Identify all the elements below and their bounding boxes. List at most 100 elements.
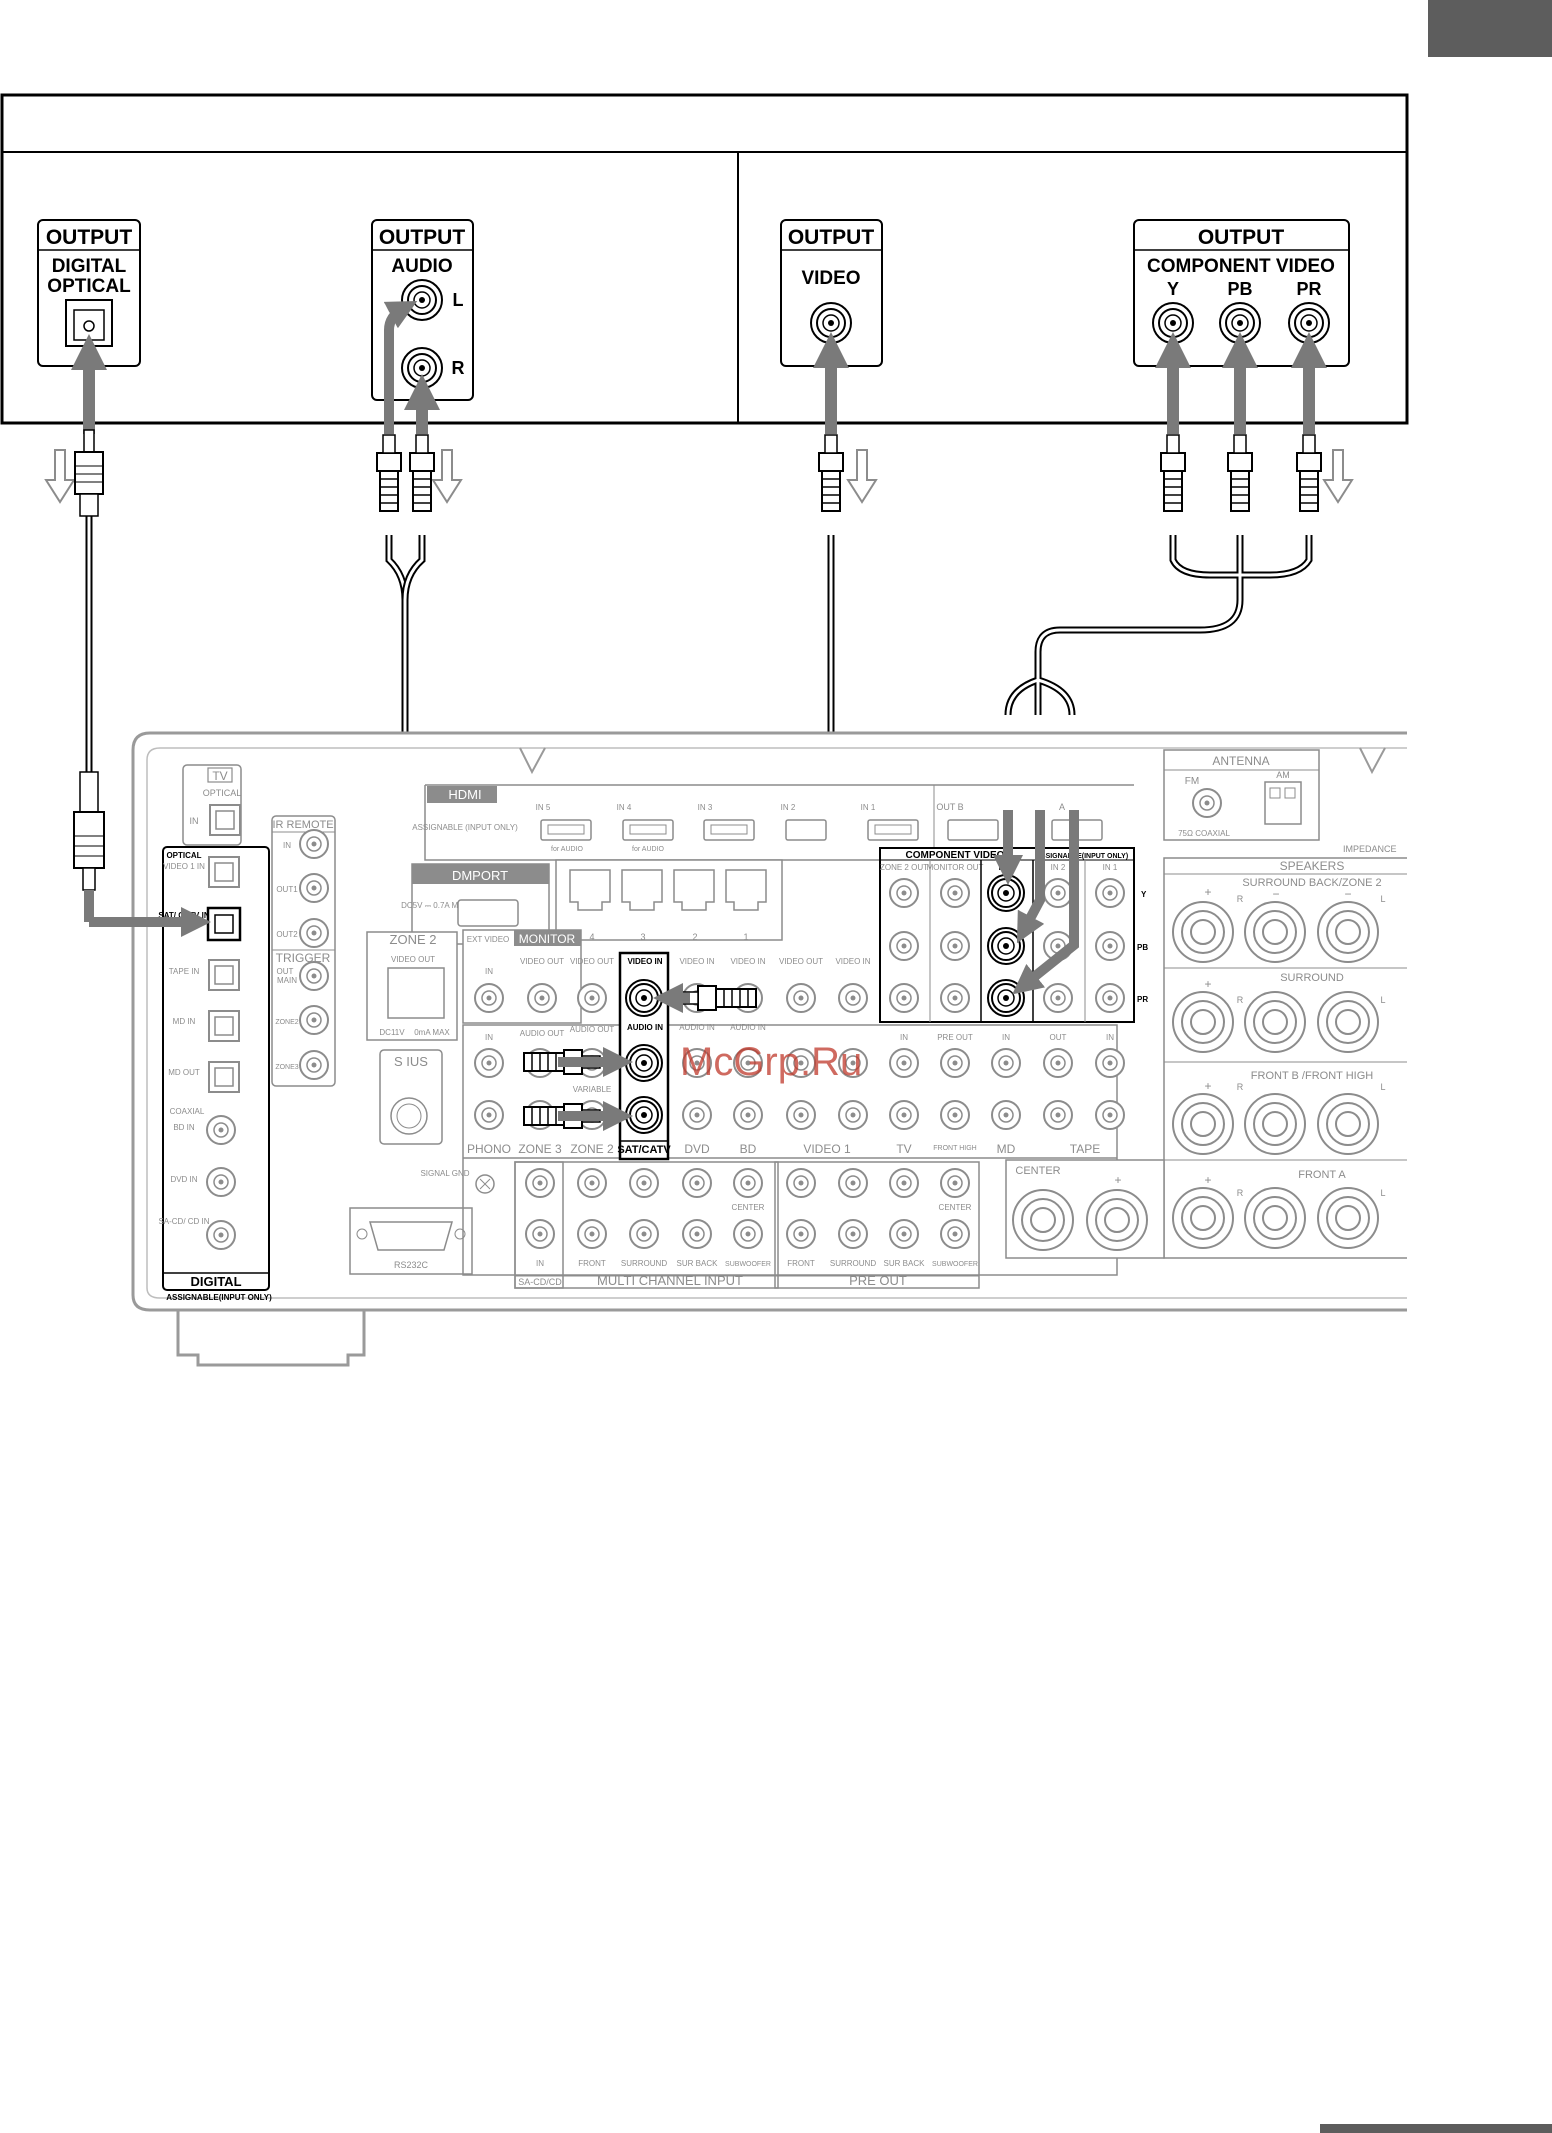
zone2-video-jack[interactable] bbox=[577, 983, 607, 1013]
tv-r-jack[interactable] bbox=[889, 1100, 919, 1130]
hdmi-in3-port[interactable] bbox=[703, 819, 755, 841]
digital-md-out-jack[interactable] bbox=[208, 1061, 240, 1093]
hdmi-in5-port[interactable] bbox=[540, 819, 592, 841]
center-minus-terminal[interactable] bbox=[1012, 1189, 1074, 1251]
mc-surback-l-jack[interactable] bbox=[682, 1168, 712, 1198]
po-center-jack[interactable] bbox=[940, 1168, 970, 1198]
po-surback-r-jack[interactable] bbox=[889, 1219, 919, 1249]
digital-dvd-in-jack[interactable] bbox=[206, 1167, 236, 1197]
trigger-zone3-jack[interactable] bbox=[299, 1050, 329, 1080]
hdmi-in2-port[interactable] bbox=[785, 819, 827, 841]
dmport-port[interactable] bbox=[457, 899, 519, 927]
comp-in3-y-jack[interactable] bbox=[987, 874, 1025, 912]
optical-output-jack[interactable] bbox=[65, 299, 113, 347]
lan-port-2[interactable] bbox=[673, 869, 715, 911]
sirius-port[interactable] bbox=[390, 1097, 428, 1135]
md-l-jack[interactable] bbox=[991, 1048, 1021, 1078]
dvd-r-jack[interactable] bbox=[682, 1100, 712, 1130]
comp-monitor-pb-jack[interactable] bbox=[940, 931, 970, 961]
po-subwoofer-jack[interactable] bbox=[940, 1219, 970, 1249]
signal-gnd-screw[interactable] bbox=[475, 1174, 495, 1194]
comp-monitor-pr-jack[interactable] bbox=[940, 983, 970, 1013]
sacd-r-jack[interactable] bbox=[525, 1219, 555, 1249]
comp-zone2-y-jack[interactable] bbox=[889, 878, 919, 908]
tape-in-r-jack[interactable] bbox=[1095, 1100, 1125, 1130]
mc-front-l-jack[interactable] bbox=[577, 1168, 607, 1198]
tape-out-r-jack[interactable] bbox=[1043, 1100, 1073, 1130]
mc-surround-l-jack[interactable] bbox=[629, 1168, 659, 1198]
mc-surback-r-jack[interactable] bbox=[682, 1219, 712, 1249]
digital-md-in-jack[interactable] bbox=[208, 1010, 240, 1042]
sb-r-plus-terminal[interactable] bbox=[1172, 901, 1234, 963]
ir-out2-jack[interactable] bbox=[299, 918, 329, 948]
hdmi-in4-port[interactable] bbox=[622, 819, 674, 841]
mc-subwoofer-jack[interactable] bbox=[733, 1219, 763, 1249]
tv-l-jack[interactable] bbox=[889, 1048, 919, 1078]
comp-monitor-y-jack[interactable] bbox=[940, 878, 970, 908]
video1-in-r-jack[interactable] bbox=[838, 1100, 868, 1130]
po-surround-r-jack[interactable] bbox=[838, 1219, 868, 1249]
md-r-jack[interactable] bbox=[991, 1100, 1021, 1130]
center-plus-terminal[interactable] bbox=[1086, 1189, 1148, 1251]
phono-r-jack[interactable] bbox=[474, 1100, 504, 1130]
comp-in1-y-jack[interactable] bbox=[1095, 878, 1125, 908]
sur-r-plus-terminal[interactable] bbox=[1172, 991, 1234, 1053]
comp-zone2-pb-jack[interactable] bbox=[889, 931, 919, 961]
po-front-r-jack[interactable] bbox=[786, 1219, 816, 1249]
satcatv-audio-l-jack[interactable] bbox=[625, 1044, 663, 1082]
hdmi-outb-port[interactable] bbox=[947, 819, 999, 841]
comp-in2-pr-jack[interactable] bbox=[1043, 983, 1073, 1013]
comp-in1-pb-jack[interactable] bbox=[1095, 931, 1125, 961]
sb-l-minus-terminal[interactable] bbox=[1317, 901, 1379, 963]
audio-output-right-jack[interactable] bbox=[401, 347, 443, 389]
sur-l-minus-terminal[interactable] bbox=[1317, 991, 1379, 1053]
monitor-video-out-jack[interactable] bbox=[527, 983, 557, 1013]
mc-surround-r-jack[interactable] bbox=[629, 1219, 659, 1249]
component-y-jack[interactable] bbox=[1152, 302, 1194, 344]
tape-in-l-jack[interactable] bbox=[1095, 1048, 1125, 1078]
lan-port-4[interactable] bbox=[569, 869, 611, 911]
po-front-l-jack[interactable] bbox=[786, 1168, 816, 1198]
comp-zone2-pr-jack[interactable] bbox=[889, 983, 919, 1013]
ir-in-jack[interactable] bbox=[299, 829, 329, 859]
component-pb-jack[interactable] bbox=[1219, 302, 1261, 344]
digital-bd-in-jack[interactable] bbox=[206, 1115, 236, 1145]
po-surround-l-jack[interactable] bbox=[838, 1168, 868, 1198]
digital-tape-in-jack[interactable] bbox=[208, 959, 240, 991]
comp-in3-pr-jack[interactable] bbox=[987, 979, 1025, 1017]
po-surback-l-jack[interactable] bbox=[889, 1168, 919, 1198]
phono-l-jack[interactable] bbox=[474, 1048, 504, 1078]
sacd-l-jack[interactable] bbox=[525, 1168, 555, 1198]
zone2-video-out-port[interactable] bbox=[387, 967, 445, 1019]
hdmi-in1-port[interactable] bbox=[867, 819, 919, 841]
satcatv-video-in-jack[interactable] bbox=[625, 979, 663, 1017]
fa-r-plus-terminal[interactable] bbox=[1172, 1187, 1234, 1249]
ir-out1-jack[interactable] bbox=[299, 873, 329, 903]
fm-antenna-jack[interactable] bbox=[1192, 788, 1222, 818]
comp-in3-pb-jack[interactable] bbox=[987, 927, 1025, 965]
am-antenna-terminal[interactable] bbox=[1264, 781, 1302, 825]
trigger-main-jack[interactable] bbox=[299, 961, 329, 991]
lan-port-3[interactable] bbox=[621, 869, 663, 911]
digital-sacd-in-jack[interactable] bbox=[206, 1220, 236, 1250]
audio-output-left-jack[interactable] bbox=[401, 279, 443, 321]
fa-r-minus-terminal[interactable] bbox=[1244, 1187, 1306, 1249]
digital-video1-in-jack[interactable] bbox=[208, 856, 240, 888]
comp-in2-y-jack[interactable] bbox=[1043, 878, 1073, 908]
front-high-l-jack[interactable] bbox=[940, 1048, 970, 1078]
mc-front-r-jack[interactable] bbox=[577, 1219, 607, 1249]
sur-r-minus-terminal[interactable] bbox=[1244, 991, 1306, 1053]
video1-video-in-jack[interactable] bbox=[838, 983, 868, 1013]
video1-out-r-jack[interactable] bbox=[786, 1100, 816, 1130]
sb-r-minus-terminal[interactable] bbox=[1244, 901, 1306, 963]
tape-out-l-jack[interactable] bbox=[1043, 1048, 1073, 1078]
fb-r-plus-terminal[interactable] bbox=[1172, 1093, 1234, 1155]
video-output-jack[interactable] bbox=[810, 302, 852, 344]
comp-in1-pr-jack[interactable] bbox=[1095, 983, 1125, 1013]
satcatv-audio-r-jack[interactable] bbox=[625, 1096, 663, 1134]
fb-r-minus-terminal[interactable] bbox=[1244, 1093, 1306, 1155]
trigger-zone2-jack[interactable] bbox=[299, 1005, 329, 1035]
fa-l-minus-terminal[interactable] bbox=[1317, 1187, 1379, 1249]
digital-satcatv-in-jack[interactable] bbox=[206, 906, 242, 942]
fb-l-minus-terminal[interactable] bbox=[1317, 1093, 1379, 1155]
